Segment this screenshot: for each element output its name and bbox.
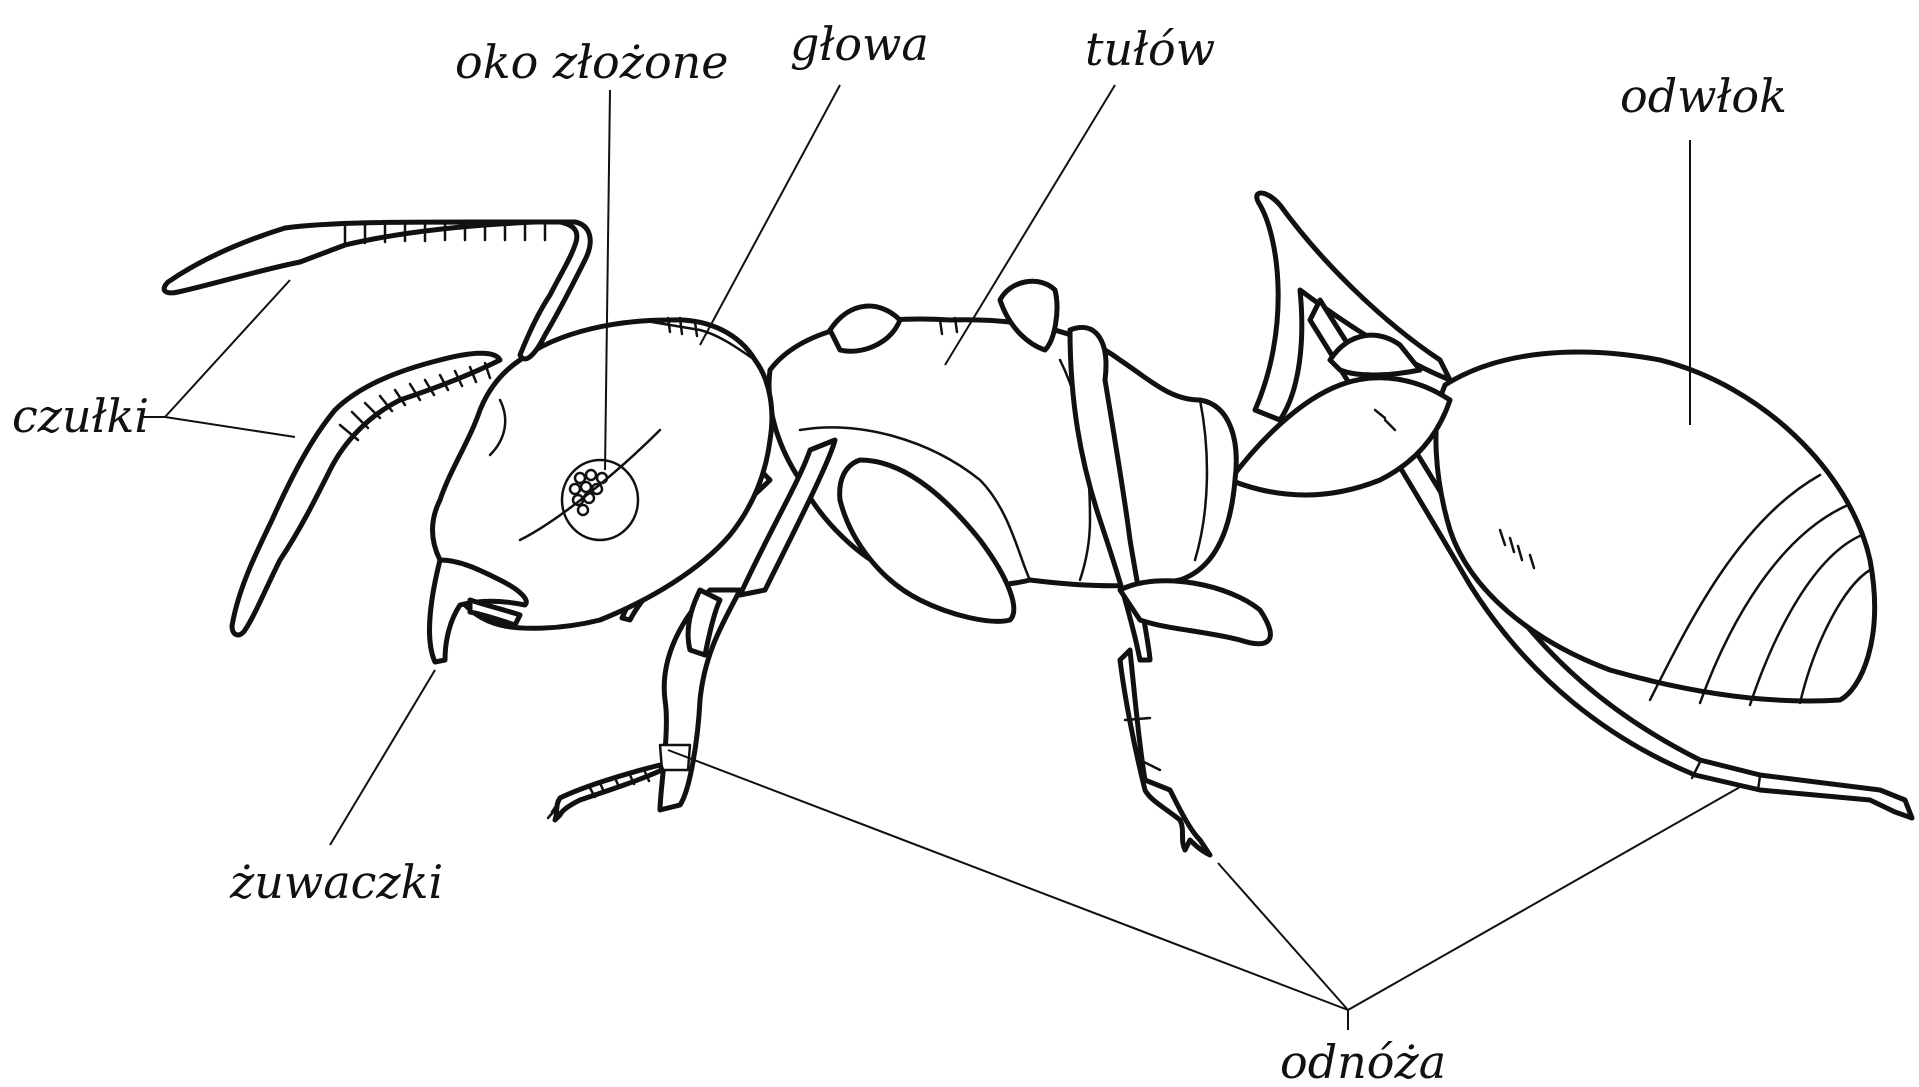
thorax [769, 281, 1236, 585]
label-mandibles: żuwaczki [229, 855, 443, 909]
mandibles-leader [330, 670, 435, 845]
legs-leader-front [668, 750, 1348, 1010]
abdomen [1436, 352, 1875, 705]
label-compound-eye: oko złożone [455, 35, 729, 89]
label-antennae: czułki [12, 389, 149, 443]
legs-leader-hind [1348, 787, 1740, 1010]
ant-illustration [164, 193, 1912, 855]
legs-leader-middle [1218, 863, 1348, 1010]
antennae-leader-lower [165, 417, 295, 437]
head-leader [700, 85, 840, 345]
label-abdomen: odwłok [1620, 69, 1787, 123]
label-thorax: tułów [1085, 22, 1215, 76]
label-head: głowa [790, 17, 929, 71]
label-legs: odnóża [1280, 1035, 1446, 1087]
antennae-leader-upper [165, 280, 290, 417]
